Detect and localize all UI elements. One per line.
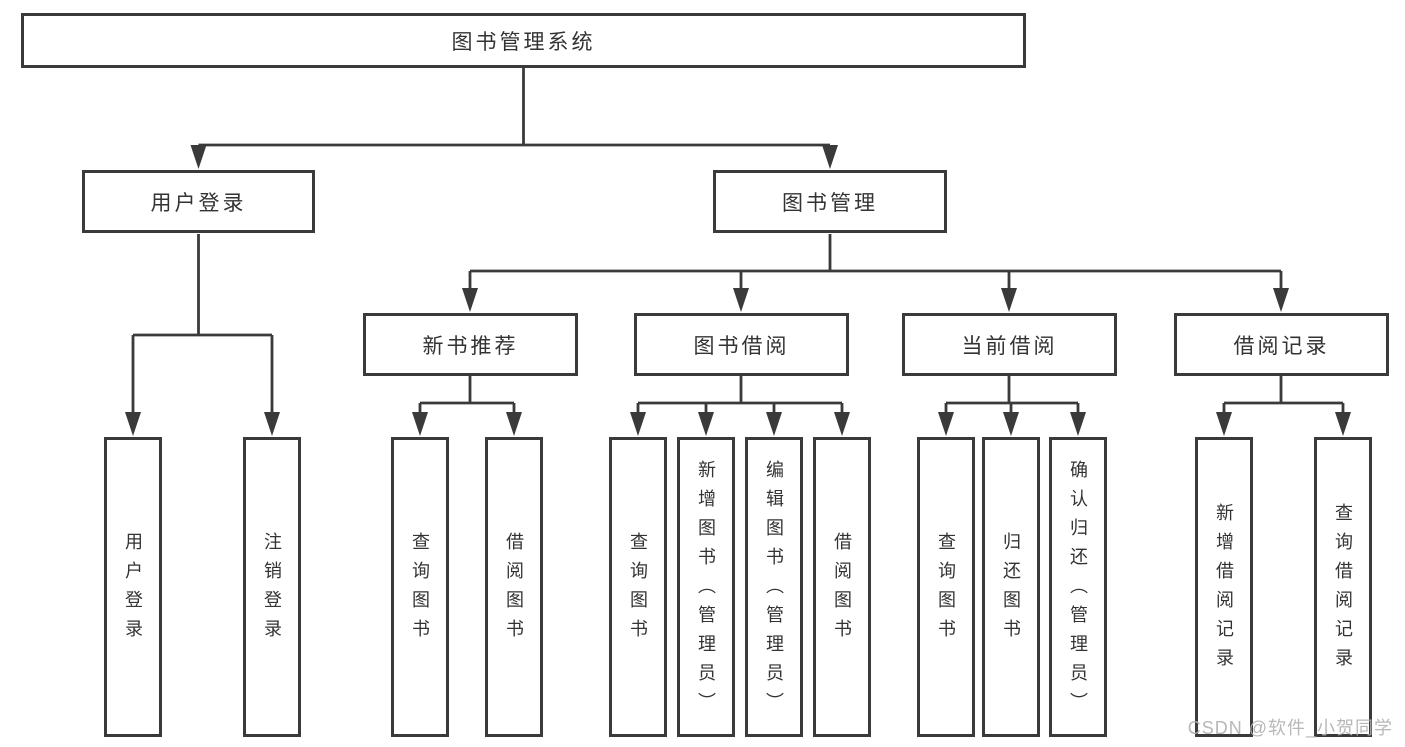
node-label: 归还图书 [1001, 532, 1021, 648]
arrow-down-icon [822, 145, 838, 169]
node-leaf-query-book-3: 查询图书 [917, 437, 975, 737]
node-label: 借阅图书 [504, 532, 524, 648]
node-leaf-logout: 注销登录 [243, 437, 301, 737]
arrow-down-icon [1001, 288, 1017, 312]
arrow-down-icon [412, 412, 428, 436]
node-current-borrow: 当前借阅 [902, 313, 1117, 376]
node-borrow-record: 借阅记录 [1174, 313, 1389, 376]
node-label: 用户登录 [150, 191, 247, 215]
arrow-down-icon [190, 145, 207, 169]
node-leaf-add-book-admin: 新增图书（管理员） [677, 437, 735, 737]
arrow-down-icon [125, 412, 141, 436]
node-user-login: 用户登录 [82, 170, 315, 233]
arrow-down-icon [1335, 412, 1351, 436]
node-book-management: 图书管理 [713, 170, 947, 233]
node-label: 注销登录 [262, 532, 282, 648]
arrow-down-icon [938, 412, 954, 436]
node-label: 借阅图书 [832, 532, 852, 648]
node-label: 当前借阅 [961, 334, 1058, 358]
node-label: 编辑图书（管理员） [764, 459, 784, 721]
arrow-down-icon [766, 412, 782, 436]
node-leaf-return-book: 归还图书 [982, 437, 1040, 737]
arrow-down-icon [506, 412, 522, 436]
arrow-down-icon [834, 412, 850, 436]
node-label: 图书借阅 [693, 334, 790, 358]
node-label: 新书推荐 [422, 334, 519, 358]
node-label: 新增借阅记录 [1214, 503, 1234, 677]
node-label: 查询图书 [628, 532, 648, 648]
node-leaf-add-borrow-record: 新增借阅记录 [1195, 437, 1253, 737]
node-label: 用户登录 [123, 532, 143, 648]
node-label: 借阅记录 [1233, 334, 1330, 358]
node-leaf-borrow-book-2: 借阅图书 [813, 437, 871, 737]
arrow-down-icon [462, 288, 478, 312]
arrow-down-icon [1216, 412, 1232, 436]
node-label: 新增图书（管理员） [696, 459, 716, 721]
node-new-book-recommend: 新书推荐 [363, 313, 578, 376]
node-root-system: 图书管理系统 [21, 13, 1026, 68]
node-leaf-query-book-1: 查询图书 [391, 437, 449, 737]
node-book-borrow: 图书借阅 [634, 313, 849, 376]
node-label: 图书管理 [782, 191, 878, 215]
arrow-down-icon [630, 412, 646, 436]
node-leaf-edit-book-admin: 编辑图书（管理员） [745, 437, 803, 737]
arrow-down-icon [733, 288, 749, 312]
node-label: 确认归还（管理员） [1068, 459, 1088, 721]
arrow-down-icon [1070, 412, 1086, 436]
node-label: 查询图书 [936, 532, 956, 648]
node-leaf-borrow-book-1: 借阅图书 [485, 437, 543, 737]
arrow-down-icon [264, 412, 280, 436]
csdn-watermark: CSDN @软件_小贺同学 [1187, 718, 1393, 738]
node-leaf-confirm-return-admin: 确认归还（管理员） [1049, 437, 1107, 737]
node-label: 查询借阅记录 [1333, 503, 1353, 677]
node-leaf-query-borrow-record: 查询借阅记录 [1314, 437, 1372, 737]
node-label: 图书管理系统 [451, 30, 596, 54]
node-leaf-query-book-2: 查询图书 [609, 437, 667, 737]
node-leaf-user-login: 用户登录 [104, 437, 162, 737]
arrow-down-icon [1003, 412, 1019, 436]
node-label: 查询图书 [410, 532, 430, 648]
arrow-down-icon [1273, 288, 1289, 312]
arrow-down-icon [698, 412, 714, 436]
